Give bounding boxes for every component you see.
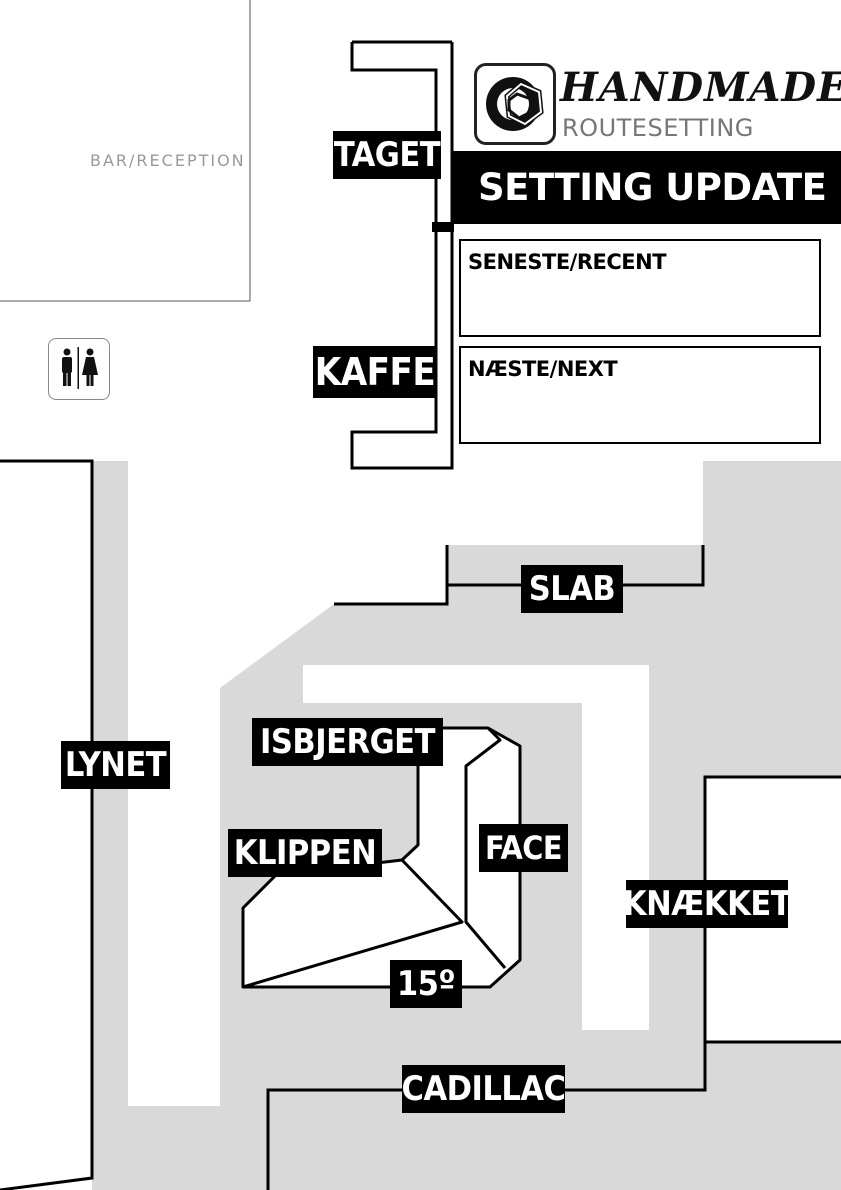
hexagon-climbing-hold-icon [477,77,553,146]
wall-label-face: FACE [479,824,568,872]
setting-update-banner: SETTING UPDATE [453,151,841,224]
recent-label: SENESTE/RECENT [468,250,667,274]
lynet-wall [0,459,94,1190]
wall-label-cadillac: CADILLAC [402,1065,566,1113]
wall-label-knaekket: KNÆKKET [623,880,792,928]
wall-label-kaffe: KAFFE [313,346,437,398]
brand-name: HANDMADE [560,64,841,111]
next-label: NÆSTE/NEXT [468,357,618,381]
central-boulder [241,726,522,989]
next-box: NÆSTE/NEXT [459,346,821,444]
bar-reception-label: BAR/RECEPTION [90,151,246,170]
brand-subtitle: ROUTESETTING [562,114,754,142]
wall-label-15-degrees: 15º [390,960,462,1008]
bar-reception-area [0,0,251,302]
taget-kaffe-structure [350,40,454,470]
wall-label-klippen: KLIPPEN [228,829,382,877]
wall-label-taget: TAGET [333,131,441,179]
recent-box: SENESTE/RECENT [459,239,821,337]
wall-label-isbjerget: ISBJERGET [252,718,443,766]
taget-kaffe-connector [432,222,454,232]
wall-label-slab: SLAB [521,565,623,613]
logo-box [474,63,556,145]
restroom-icon [48,338,110,400]
wall-label-lynet: LYNET [61,741,170,789]
